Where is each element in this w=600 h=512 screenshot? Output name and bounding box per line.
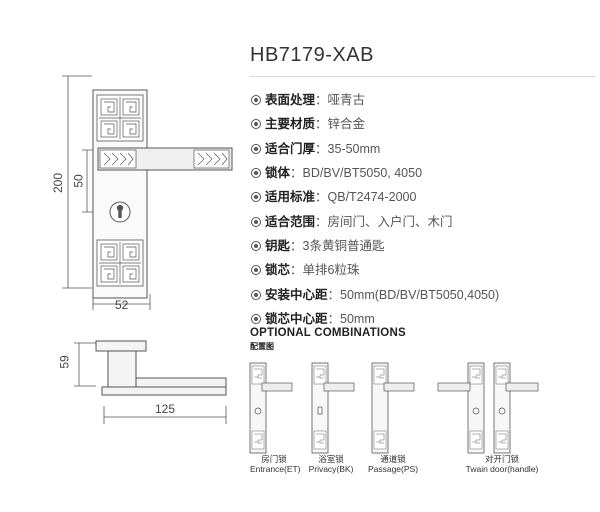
spec-value: ：单排6粒珠 [290,263,360,278]
spec-item: 适用标准：QB/T2474-2000 [251,185,499,209]
spec-value: ：哑青古 [315,93,366,108]
bullet-circle-icon [251,119,261,130]
combo-cn: 房门锁 [261,454,287,464]
dim-125: 125 [155,402,176,416]
spec-label: 安装中心距 [265,287,328,302]
spec-value: ：50mm [327,311,375,326]
spec-value: ：35-50mm [315,141,381,156]
bullet-circle-icon [251,192,261,203]
combo-label-twain-door: 对开门锁 Twain door(handle) [462,454,542,474]
combo-cn: 对开门锁 [484,454,519,464]
bullet-circle-icon [251,265,261,276]
dimension-lines [62,75,227,424]
spec-label: 表面处理 [265,93,316,108]
combination-thumbnails [249,362,539,454]
combo-label-passage: 通道锁 Passage(PS) [366,454,420,474]
spec-item: 锁体：BD/BV/BT5050, 4050 [251,161,499,185]
combo-cn: 通道锁 [380,454,406,464]
spec-item: 安装中心距：50mm(BD/BV/BT5050,4050) [251,282,499,306]
optional-subtitle: 配置图 [250,342,274,351]
spec-value: ：BD/BV/BT5050, 4050 [290,166,423,181]
combo-twain-door [437,362,485,454]
bullet-circle-icon [251,216,261,227]
spec-label: 适合范围 [265,214,316,229]
spec-list: 表面处理：哑青古 主要材质：锌合金 适合门厚：35-50mm 锁体：BD/BV/… [251,88,499,331]
combo-privacy [311,362,355,454]
spec-label: 锁芯中心距 [265,311,328,326]
bullet-circle-icon [251,240,261,251]
dim-52: 52 [115,298,129,312]
spec-label: 锁芯 [265,263,291,278]
optional-title: OPTIONAL COMBINATIONS [250,327,406,339]
combo-entrance [249,362,293,454]
combo-label-entrance: 房门锁 Entrance(ET) [250,454,301,474]
spec-label: 锁体 [265,166,291,181]
spec-label: 主要材质 [265,117,316,132]
bullet-circle-icon [251,289,261,300]
spec-item: 表面处理：哑青古 [251,88,499,112]
lever-handle [97,147,233,171]
spec-item: 适合范围：房间门、入户门、木门 [251,209,499,233]
spec-item: 主要材质：锌合金 [251,112,499,136]
spec-item: 适合门厚：35-50mm [251,137,499,161]
bullet-circle-icon [251,95,261,106]
spec-item: 锁芯中心距：50mm [251,307,499,331]
combo-en: Entrance(ET) [250,463,301,474]
keyhole-icon [109,201,131,223]
combo-en: Twain door(handle) [465,463,539,474]
combo-cn: 浴室锁 [318,454,344,464]
spec-value: ：QB/T2474-2000 [315,190,417,205]
combo-label-privacy: 浴室锁 Privacy(BK) [306,454,356,474]
side-view [95,340,227,396]
escutcheon-plate [92,89,148,299]
combo-passage [371,362,415,454]
spec-label: 钥匙 [265,238,291,253]
spec-value: ：50mm(BD/BV/BT5050,4050) [327,287,500,302]
combo-en: Privacy(BK) [308,463,354,474]
combo-twain-door-right [493,362,539,454]
spec-value: ：3条黄铜普通匙 [290,238,385,253]
spec-label: 适用标准 [265,190,316,205]
spec-item: 锁芯：单排6粒珠 [251,258,499,282]
spec-value: ：房间门、入户门、木门 [315,214,453,229]
technical-drawing [62,75,233,424]
spec-item: 钥匙：3条黄铜普通匙 [251,234,499,258]
title-divider [250,76,595,77]
bullet-circle-icon [251,313,261,324]
spec-value: ：锌合金 [315,117,366,132]
bullet-circle-icon [251,168,261,179]
combo-en: Passage(PS) [367,463,419,474]
bullet-circle-icon [251,143,261,154]
spec-label: 适合门厚 [265,141,316,156]
product-title: HB7179-XAB [250,44,374,66]
